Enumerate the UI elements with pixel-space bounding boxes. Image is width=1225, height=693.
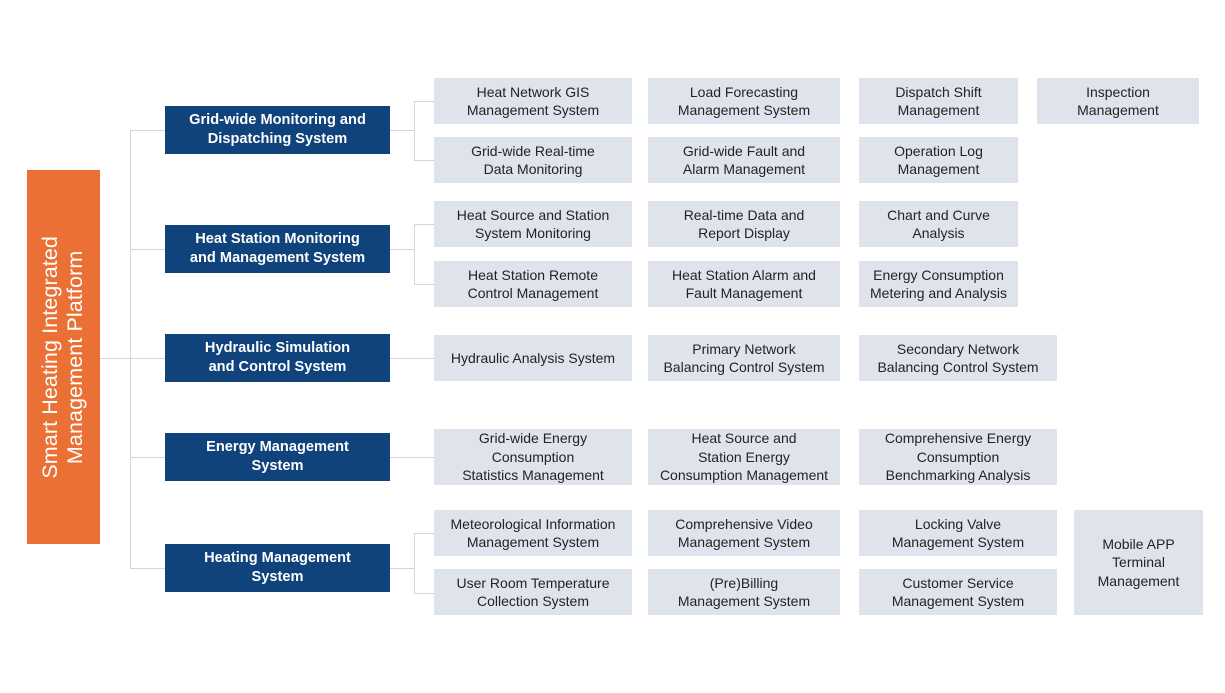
leaf-node-grid-wide-energy-consumption-statistics-management[interactable]: Grid-wide Energy Consumption Statistics … bbox=[434, 429, 632, 485]
leaf-node-comprehensive-video-management-system[interactable]: Comprehensive Video Management System bbox=[648, 510, 840, 556]
leaf-node-mobile-app-terminal-management[interactable]: Mobile APP Terminal Management bbox=[1074, 510, 1203, 615]
leaf-node-label: Load Forecasting Management System bbox=[677, 83, 811, 118]
leaf-node-label: Heat Station Remote Control Management bbox=[467, 266, 599, 301]
leaf-node-label: Hydraulic Analysis System bbox=[450, 349, 616, 366]
connector-branch-2-stub bbox=[390, 249, 414, 250]
leaf-node-label: Heat Network GIS Management System bbox=[466, 83, 600, 118]
leaf-node-label: Primary Network Balancing Control System bbox=[663, 340, 825, 375]
branch-node-label: Hydraulic Simulation and Control System bbox=[204, 340, 351, 375]
connector-branch-5-child-2 bbox=[414, 593, 434, 594]
connector-branch-2-spine bbox=[414, 224, 415, 284]
leaf-node-label: (Pre)Billing Management System bbox=[677, 574, 811, 609]
leaf-node-chart-and-curve-analysis[interactable]: Chart and Curve Analysis bbox=[859, 201, 1018, 247]
leaf-node-label: Real-time Data and Report Display bbox=[683, 206, 805, 241]
branch-node-grid-wide-monitoring-and-dispatching-system[interactable]: Grid-wide Monitoring and Dispatching Sys… bbox=[165, 106, 390, 154]
leaf-node-customer-service-management-system[interactable]: Customer Service Management System bbox=[859, 569, 1057, 615]
branch-node-label: Energy Management System bbox=[206, 439, 349, 474]
branch-node-energy-management-system[interactable]: Energy Management System bbox=[165, 433, 390, 481]
leaf-node-label: Dispatch Shift Management bbox=[895, 83, 982, 118]
leaf-node-label: Mobile APP Terminal Management bbox=[1097, 535, 1180, 589]
connector-branch-1-child-1 bbox=[414, 101, 434, 102]
leaf-node-label: Heat Source and Station System Monitorin… bbox=[456, 206, 610, 241]
leaf-node-real-time-data-and-report-display[interactable]: Real-time Data and Report Display bbox=[648, 201, 840, 247]
connector-branch-1-stub bbox=[390, 130, 414, 131]
leaf-node-label: Operation Log Management bbox=[894, 142, 983, 177]
leaf-node-pre-billing-management-system[interactable]: (Pre)Billing Management System bbox=[648, 569, 840, 615]
leaf-node-label: Energy Consumption Metering and Analysis bbox=[870, 266, 1007, 301]
leaf-node-primary-network-balancing-control-system[interactable]: Primary Network Balancing Control System bbox=[648, 335, 840, 381]
leaf-node-label: Chart and Curve Analysis bbox=[887, 206, 990, 241]
connector-branch-1-spine bbox=[414, 101, 415, 160]
connector-root-stub bbox=[100, 358, 130, 359]
connector-branch-5-spine bbox=[414, 533, 415, 593]
leaf-node-comprehensive-energy-consumption-benchmarking-analysis[interactable]: Comprehensive Energy Consumption Benchma… bbox=[859, 429, 1057, 485]
leaf-node-label: Secondary Network Balancing Control Syst… bbox=[877, 340, 1039, 375]
branch-node-hydraulic-simulation-and-control-system[interactable]: Hydraulic Simulation and Control System bbox=[165, 334, 390, 382]
leaf-node-label: Comprehensive Video Management System bbox=[675, 515, 813, 550]
connector-branch-1-child-2 bbox=[414, 160, 434, 161]
leaf-node-label: Heat Source and Station Energy Consumpti… bbox=[659, 430, 829, 484]
connector-trunk-to-branch-3 bbox=[130, 358, 165, 359]
leaf-node-heat-station-alarm-and-fault-management[interactable]: Heat Station Alarm and Fault Management bbox=[648, 261, 840, 307]
leaf-node-user-room-temperature-collection-system[interactable]: User Room Temperature Collection System bbox=[434, 569, 632, 615]
leaf-node-label: Customer Service Management System bbox=[891, 574, 1025, 609]
leaf-node-heat-source-and-station-system-monitoring[interactable]: Heat Source and Station System Monitorin… bbox=[434, 201, 632, 247]
leaf-node-heat-network-gis-management-system[interactable]: Heat Network GIS Management System bbox=[434, 78, 632, 124]
leaf-node-energy-consumption-metering-and-analysis[interactable]: Energy Consumption Metering and Analysis bbox=[859, 261, 1018, 307]
leaf-node-label: Locking Valve Management System bbox=[891, 515, 1025, 550]
root-node-smart-heating-platform[interactable]: Smart Heating Integrated Management Plat… bbox=[27, 170, 100, 544]
leaf-node-secondary-network-balancing-control-system[interactable]: Secondary Network Balancing Control Syst… bbox=[859, 335, 1057, 381]
connector-branch-3-stub bbox=[390, 358, 434, 359]
branch-node-heat-station-monitoring-and-management-system[interactable]: Heat Station Monitoring and Management S… bbox=[165, 225, 390, 273]
leaf-node-heat-station-remote-control-management[interactable]: Heat Station Remote Control Management bbox=[434, 261, 632, 307]
connector-trunk-to-branch-2 bbox=[130, 249, 165, 250]
root-node-label: Smart Heating Integrated Management Plat… bbox=[38, 236, 89, 479]
leaf-node-heat-source-and-station-energy-consumption-management[interactable]: Heat Source and Station Energy Consumpti… bbox=[648, 429, 840, 485]
leaf-node-label: User Room Temperature Collection System bbox=[456, 574, 610, 609]
connector-branch-2-child-2 bbox=[414, 284, 434, 285]
leaf-node-label: Inspection Management bbox=[1077, 83, 1159, 118]
connector-trunk-to-branch-1 bbox=[130, 130, 165, 131]
connector-trunk bbox=[130, 130, 131, 568]
leaf-node-hydraulic-analysis-system[interactable]: Hydraulic Analysis System bbox=[434, 335, 632, 381]
leaf-node-grid-wide-real-time-data-monitoring[interactable]: Grid-wide Real-time Data Monitoring bbox=[434, 137, 632, 183]
branch-node-heating-management-system[interactable]: Heating Management System bbox=[165, 544, 390, 592]
root-label-line-1: Smart Heating Integrated bbox=[38, 235, 63, 479]
leaf-node-locking-valve-management-system[interactable]: Locking Valve Management System bbox=[859, 510, 1057, 556]
connector-branch-2-child-1 bbox=[414, 224, 434, 225]
leaf-node-label: Grid-wide Fault and Alarm Management bbox=[682, 142, 806, 177]
leaf-node-label: Meteorological Information Management Sy… bbox=[450, 515, 616, 550]
root-label-line-2: Management Platform bbox=[63, 250, 88, 464]
leaf-node-label: Comprehensive Energy Consumption Benchma… bbox=[884, 430, 1032, 484]
leaf-node-load-forecasting-management-system[interactable]: Load Forecasting Management System bbox=[648, 78, 840, 124]
leaf-node-operation-log-management[interactable]: Operation Log Management bbox=[859, 137, 1018, 183]
connector-branch-4-stub bbox=[390, 457, 434, 458]
leaf-node-label: Heat Station Alarm and Fault Management bbox=[672, 266, 816, 301]
leaf-node-inspection-management[interactable]: Inspection Management bbox=[1037, 78, 1199, 124]
branch-node-label: Heating Management System bbox=[204, 550, 351, 585]
branch-node-label: Heat Station Monitoring and Management S… bbox=[189, 231, 366, 266]
connector-branch-5-child-1 bbox=[414, 533, 434, 534]
leaf-node-label: Grid-wide Energy Consumption Statistics … bbox=[462, 430, 604, 484]
connector-branch-5-stub bbox=[390, 568, 414, 569]
leaf-node-grid-wide-fault-and-alarm-management[interactable]: Grid-wide Fault and Alarm Management bbox=[648, 137, 840, 183]
leaf-node-label: Grid-wide Real-time Data Monitoring bbox=[471, 142, 595, 177]
leaf-node-dispatch-shift-management[interactable]: Dispatch Shift Management bbox=[859, 78, 1018, 124]
connector-trunk-to-branch-4 bbox=[130, 457, 165, 458]
connector-trunk-to-branch-5 bbox=[130, 568, 165, 569]
leaf-node-meteorological-information-management-system[interactable]: Meteorological Information Management Sy… bbox=[434, 510, 632, 556]
branch-node-label: Grid-wide Monitoring and Dispatching Sys… bbox=[189, 112, 366, 147]
